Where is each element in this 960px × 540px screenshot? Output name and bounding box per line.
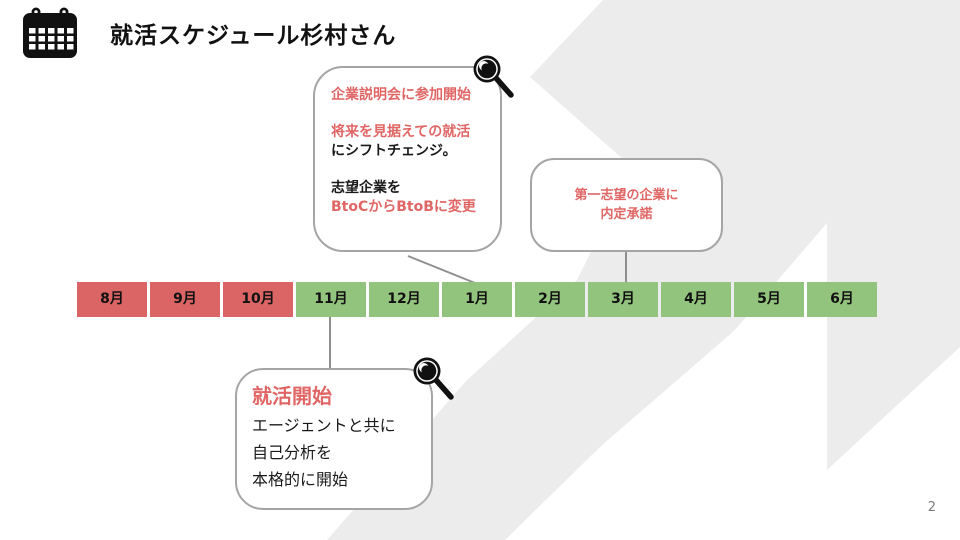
- timeline-month: 3月: [588, 282, 658, 317]
- timeline-month: 1月: [442, 282, 512, 317]
- callout-line: 本格的に開始: [252, 470, 349, 489]
- connector-top-bubble: [407, 255, 476, 284]
- callout-job-hunt-start: 就活開始 エージェントと共に 自己分析を 本格的に開始: [235, 368, 433, 510]
- timeline-month: 5月: [734, 282, 804, 317]
- timeline-month: 10月: [223, 282, 293, 317]
- callout-heading: 就活開始: [252, 384, 332, 408]
- callout-line: 内定承諾: [600, 207, 653, 222]
- callout-line: エージェントと共に: [252, 416, 396, 435]
- timeline: 8月 9月 10月 11月 12月 1月 2月 3月 4月 5月 6月: [77, 282, 877, 317]
- magnifier-icon: [473, 55, 514, 98]
- callout-offer-accepted: 第一志望の企業に 内定承諾: [530, 158, 723, 252]
- timeline-month: 9月: [150, 282, 220, 317]
- callout-line: にシフトチェンジ。: [331, 143, 457, 159]
- timeline-month: 8月: [77, 282, 147, 317]
- timeline-month: 12月: [369, 282, 439, 317]
- callout-line: 将来を見据えての就活: [331, 124, 471, 140]
- callout-line: 第一志望の企業に: [574, 188, 679, 203]
- timeline-month: 11月: [296, 282, 366, 317]
- callout-line: 自己分析を: [252, 443, 333, 462]
- timeline-month: 2月: [515, 282, 585, 317]
- magnifier-icon: [413, 357, 454, 400]
- callout-line: 志望企業を: [331, 180, 401, 196]
- callout-company-sessions: 企業説明会に参加開始 将来を見据えての就活 にシフトチェンジ。 志望企業を Bt…: [313, 66, 502, 252]
- callout-line: 企業説明会に参加開始: [331, 87, 471, 103]
- callout-line: BtoCからBtoBに変更: [331, 199, 476, 215]
- page-number: 2: [927, 500, 936, 515]
- timeline-month: 6月: [807, 282, 877, 317]
- timeline-month: 4月: [661, 282, 731, 317]
- page-title: 就活スケジュール杉村さん: [110, 23, 397, 49]
- calendar-icon: [23, 7, 77, 58]
